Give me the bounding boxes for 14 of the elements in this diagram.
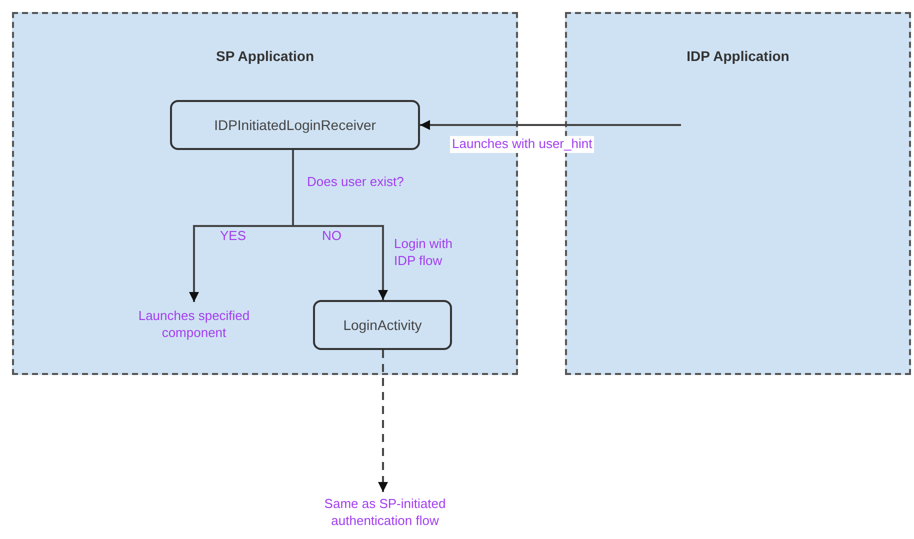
process-box: IDPInitiatedLoginReceiver xyxy=(170,100,420,150)
arrow xyxy=(292,150,388,300)
process-box: LoginActivity xyxy=(313,300,452,350)
condition-label: Does user exist? xyxy=(306,174,405,191)
edge-label: Launches with user_hint xyxy=(450,136,594,153)
condition-label: Login with IDP flow xyxy=(393,236,454,270)
arrow xyxy=(378,350,388,492)
outcome-text: Same as SP-initiated authentication flow xyxy=(290,492,480,534)
outcome-text: Launches specified component xyxy=(114,304,274,346)
group-title: IDP Application xyxy=(686,48,790,64)
arrow xyxy=(420,120,681,130)
edge-label: NO xyxy=(321,228,342,245)
group-title: SP Application xyxy=(214,48,315,64)
edge-label: YES xyxy=(219,228,248,245)
